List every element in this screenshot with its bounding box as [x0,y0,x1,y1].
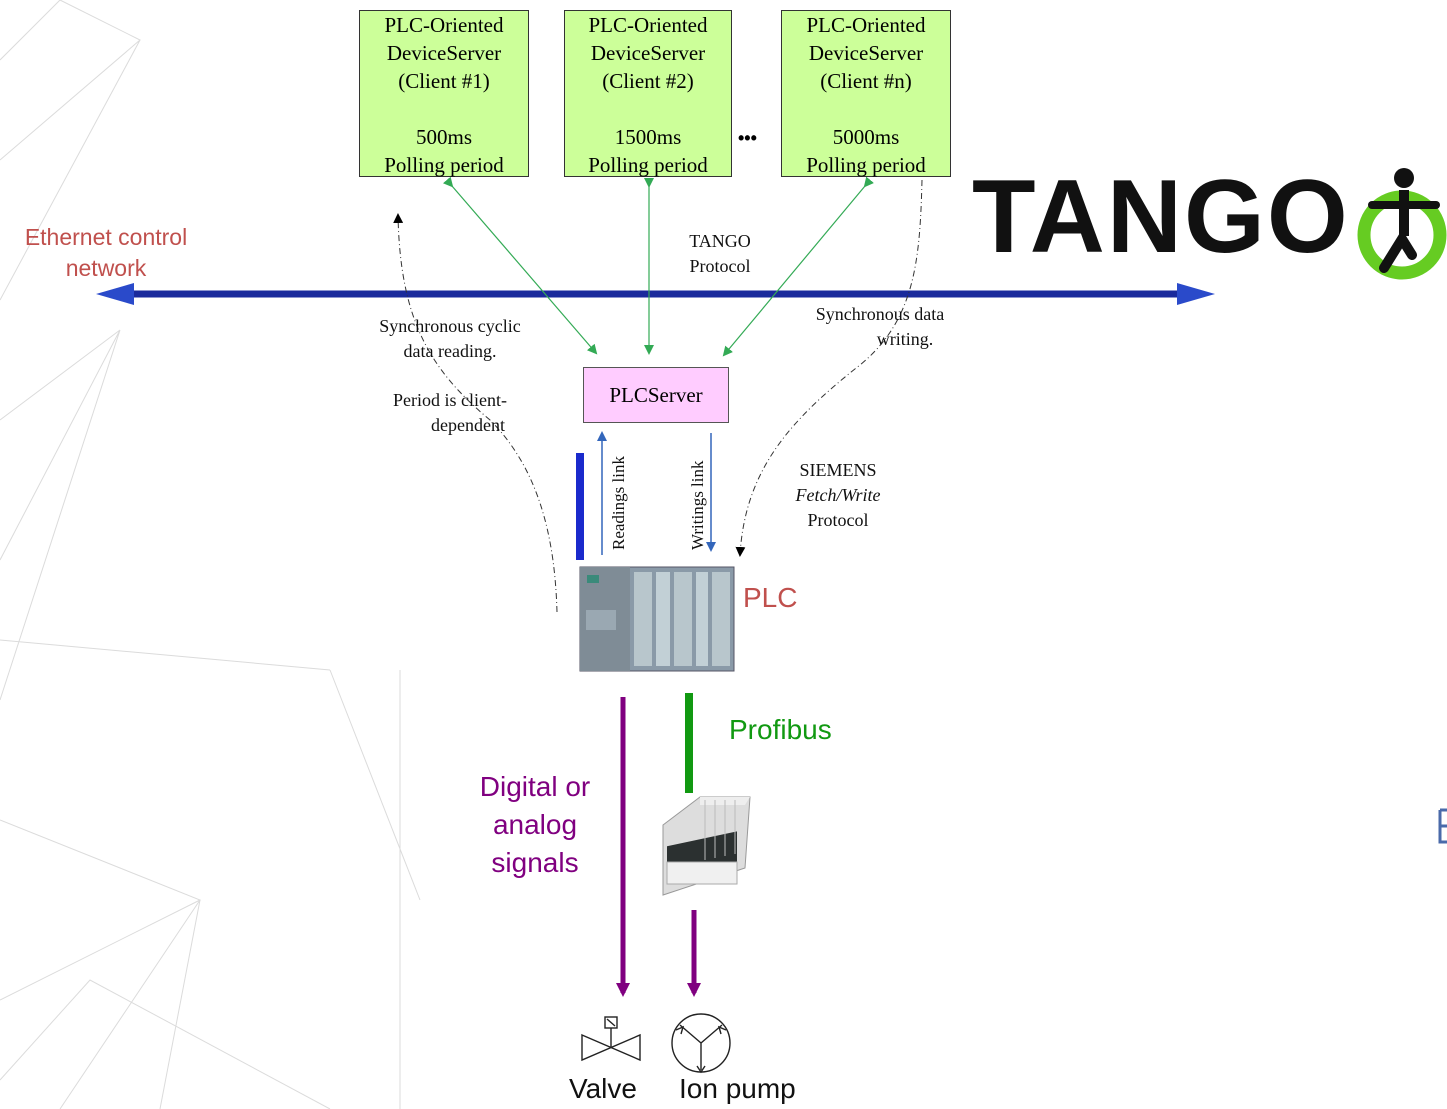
sync-writing-line [735,179,923,557]
client-id: (Client #1) [398,69,490,93]
ethernet-arrow-right [1177,283,1215,305]
sync-reading-label: Synchronous cyclic data reading. [350,314,550,364]
client-title: PLC-Oriented [384,13,504,37]
sync-writing-label: Synchronous data writing. [790,302,970,352]
ethernet-label-line: network [65,255,147,281]
client-period-label: Polling period [806,153,926,177]
valve-label: Valve [569,1073,637,1104]
background-web [0,0,421,1109]
signals-line: signals [491,847,579,878]
client-title: PLC-Oriented [588,13,708,37]
sync-writing-line: writing. [876,329,934,349]
sync-reading-line [393,213,558,613]
readings-link-bar [576,453,584,560]
client-subtitle: DeviceServer [386,41,502,65]
tango-protocol-line: Protocol [689,256,751,276]
readings-link-label: Readings link [609,456,628,550]
tango-logo-text: TANGO [972,159,1350,275]
client-box-n: PLC-Oriented DeviceServer (Client #n) 50… [781,10,951,177]
arrow-clientn-server [722,176,874,357]
sync-reading-line: Synchronous cyclic [379,316,521,336]
siemens-line: Fetch/Write [795,485,881,505]
ethernet-label-line: Ethernet control [24,224,188,250]
plcserver-label: PLCServer [609,382,703,407]
sync-writing-line: Synchronous data [815,304,945,324]
arrow-client1-server [442,176,598,355]
period-note-line: Period is client- [393,390,507,410]
writings-link-label: Writings link [688,460,707,550]
client-subtitle: DeviceServer [590,41,706,65]
slide-edge-letter [1438,808,1447,844]
ethernet-label: Ethernet control network [0,222,212,284]
siemens-line: SIEMENS [799,460,877,480]
signals-label: Digital or analog signals [460,768,610,882]
plc-label: PLC [743,582,798,613]
siemens-line: Protocol [807,510,869,530]
client-title: PLC-Oriented [806,13,926,37]
ion-pump-symbol [671,1013,731,1074]
client-period-label: Polling period [384,153,504,177]
client-subtitle: DeviceServer [808,41,924,65]
client-id: (Client #n) [820,69,912,93]
plc-device [579,566,735,672]
pump-controller-device [662,796,751,896]
client-period: 5000ms [832,125,900,149]
period-note-line: dependent [431,415,505,435]
sync-reading-line: data reading. [403,341,497,361]
tango-protocol-line: TANGO [689,231,751,251]
client-period-label: Polling period [588,153,708,177]
siemens-protocol-label: SIEMENS Fetch/Write Protocol [770,458,906,533]
signals-line: Digital or [479,771,591,802]
signals-line: analog [492,809,578,840]
ion-pump-label: Ion pump [679,1073,796,1104]
period-note-label: Period is client- dependent [362,388,538,438]
clients-ellipsis: ••• [738,128,757,148]
valve-symbol [581,1016,641,1062]
profibus-label: Profibus [729,714,832,745]
client-period: 500ms [415,125,472,149]
tango-protocol-label: TANGO Protocol [660,229,780,279]
profibus-bar [685,693,693,793]
tango-logo [1357,168,1447,280]
client-period: 1500ms [614,125,682,149]
ethernet-arrow-left [96,283,134,305]
plcserver-box: PLCServer [583,367,729,423]
client-box-1: PLC-Oriented DeviceServer (Client #1) 50… [359,10,529,177]
client-box-2: PLC-Oriented DeviceServer (Client #2) 15… [564,10,732,177]
client-id: (Client #2) [602,69,694,93]
